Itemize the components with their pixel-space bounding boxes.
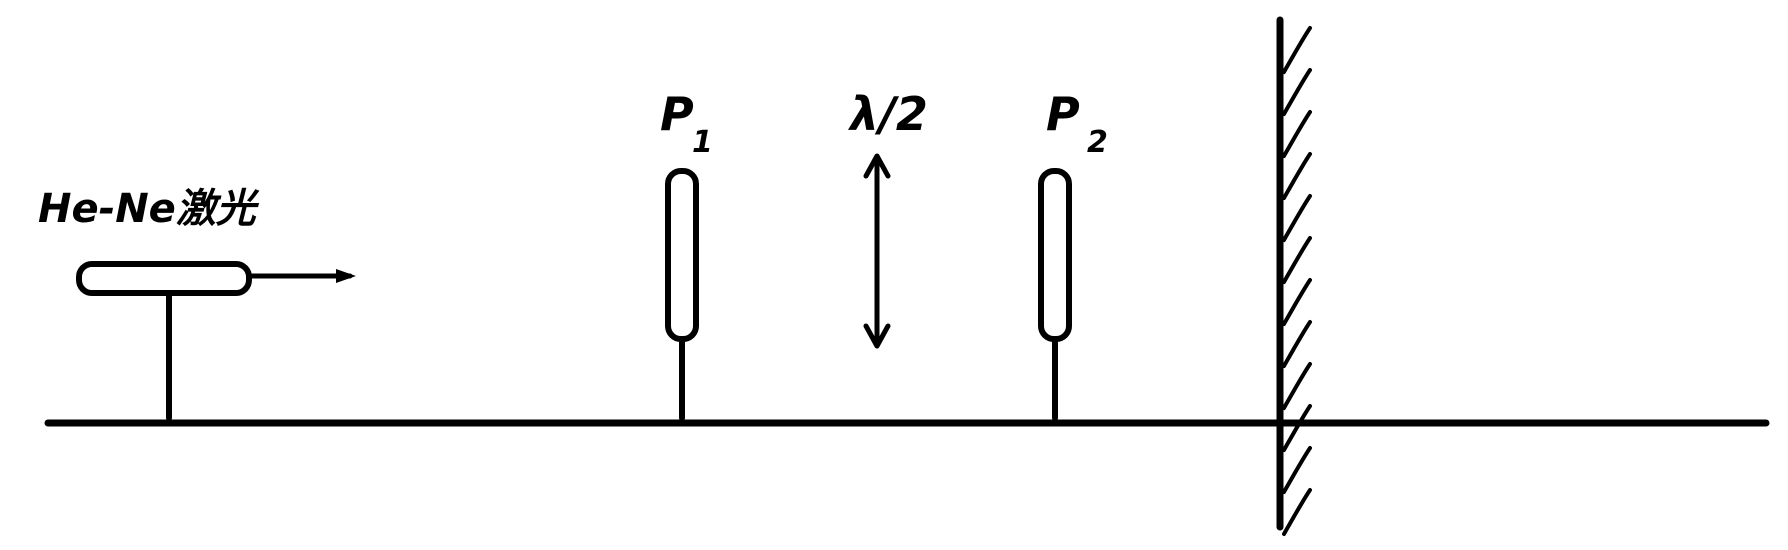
polarizer-1-subscript: 1: [692, 125, 713, 160]
lens-bottom-arrow-icon: [863, 323, 891, 349]
beam-arrow-icon: [336, 269, 356, 283]
hatch-mark: [1282, 26, 1312, 74]
hatch-mark: [1282, 320, 1312, 368]
hatch-mark: [1282, 488, 1312, 536]
polarizer-1-body: [665, 168, 699, 342]
screen-hatching: [1282, 26, 1312, 536]
laser: He-Ne激光: [38, 186, 356, 421]
hatch-mark: [1282, 404, 1312, 452]
polarizer-2-label: P: [1046, 87, 1080, 141]
laser-tube: [76, 261, 252, 296]
hatch-mark: [1282, 68, 1312, 116]
hatch-mark: [1282, 194, 1312, 242]
polarizer-2: P 2: [1038, 87, 1108, 421]
hatch-mark: [1282, 446, 1312, 494]
polarizer-1-label: P: [660, 87, 694, 141]
hatch-mark: [1282, 236, 1312, 284]
laser-label: He-Ne激光: [38, 186, 260, 232]
hatch-mark: [1282, 278, 1312, 326]
hatch-mark: [1282, 110, 1312, 158]
half-wave-plate: λ/2: [847, 87, 928, 349]
hatch-mark: [1282, 362, 1312, 410]
hatch-mark: [1282, 152, 1312, 200]
polarizer-1: P 1: [660, 87, 713, 421]
screen: [1276, 16, 1312, 536]
polarizer-2-body: [1038, 168, 1072, 342]
wave-plate-label: λ/2: [847, 87, 928, 141]
polarizer-2-subscript: 2: [1087, 125, 1108, 160]
lens-top-arrow-icon: [863, 153, 891, 179]
